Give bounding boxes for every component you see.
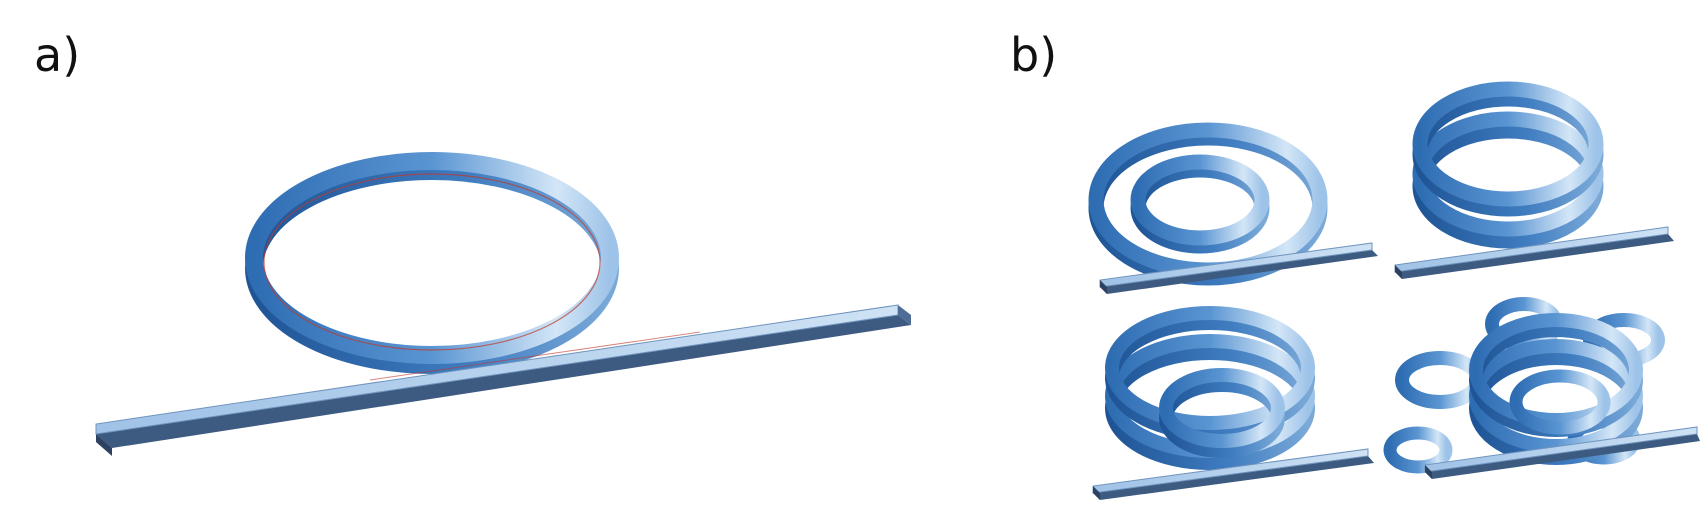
- panel-label-a: a): [34, 28, 81, 82]
- stacked-concentric-rings-icon: [1092, 306, 1374, 500]
- panel-label-b: b): [1010, 28, 1058, 82]
- ring-resonator-icon: [245, 152, 619, 374]
- bus-waveguide-icon: [95, 304, 911, 456]
- coupled-ring-array-icon: [1383, 297, 1700, 479]
- panel-a-diagram: [95, 152, 911, 456]
- stacked-rings-icon: [1394, 81, 1674, 279]
- panel-b-diagram: [1088, 81, 1700, 500]
- concentric-rings-icon: [1088, 122, 1378, 294]
